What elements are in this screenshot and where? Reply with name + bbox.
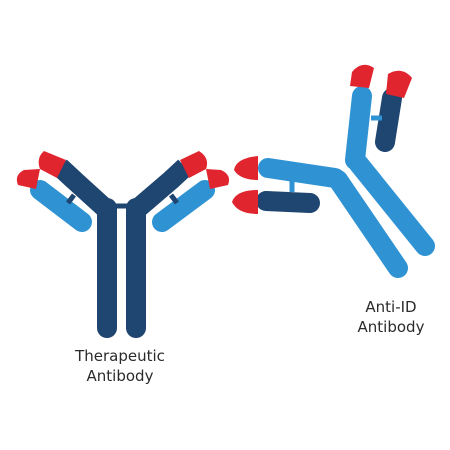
anti-id-label-line1: Anti-ID xyxy=(365,298,417,316)
therapeutic-antibody-icon xyxy=(16,151,230,338)
therapeutic-binding-site-right-light xyxy=(206,169,230,189)
anti-id-binding-site-upper-light xyxy=(386,70,412,98)
therapeutic-label-line1: Therapeutic xyxy=(75,347,165,365)
anti-id-binding-site-left-heavy xyxy=(234,156,258,180)
therapeutic-heavy-variable-right xyxy=(164,159,192,188)
therapeutic-binding-site-left-heavy xyxy=(38,151,66,178)
anti-id-antibody-label: Anti-ID Antibody xyxy=(336,297,446,337)
therapeutic-antibody-label: Therapeutic Antibody xyxy=(40,346,200,386)
therapeutic-heavy-chain-arm-left xyxy=(64,170,117,220)
therapeutic-binding-site-right-heavy xyxy=(180,151,208,178)
therapeutic-disulfide-right xyxy=(169,193,179,205)
therapeutic-heavy-chain-arm-right xyxy=(126,170,181,220)
anti-id-binding-site-left-light xyxy=(232,190,258,214)
anti-id-antibody-icon xyxy=(232,64,435,278)
anti-id-binding-site-upper-heavy xyxy=(350,64,374,88)
therapeutic-light-chain-right xyxy=(152,180,215,232)
anti-id-light-chain-left xyxy=(256,191,320,213)
therapeutic-heavy-variable-left xyxy=(53,159,81,188)
therapeutic-light-chain-left xyxy=(30,180,92,232)
therapeutic-label-line2: Antibody xyxy=(86,367,154,385)
anti-id-heavy-chain-stem-left xyxy=(328,170,408,278)
therapeutic-binding-site-left-light xyxy=(16,169,40,189)
therapeutic-disulfide-left xyxy=(66,193,76,205)
anti-id-light-chain-upper xyxy=(375,88,402,152)
anti-id-heavy-chain-stem-right xyxy=(348,153,435,256)
anti-id-heavy-chain-arm-left xyxy=(258,158,345,188)
anti-id-heavy-chain-arm-upper xyxy=(345,86,372,170)
anti-id-label-line2: Antibody xyxy=(357,318,425,336)
